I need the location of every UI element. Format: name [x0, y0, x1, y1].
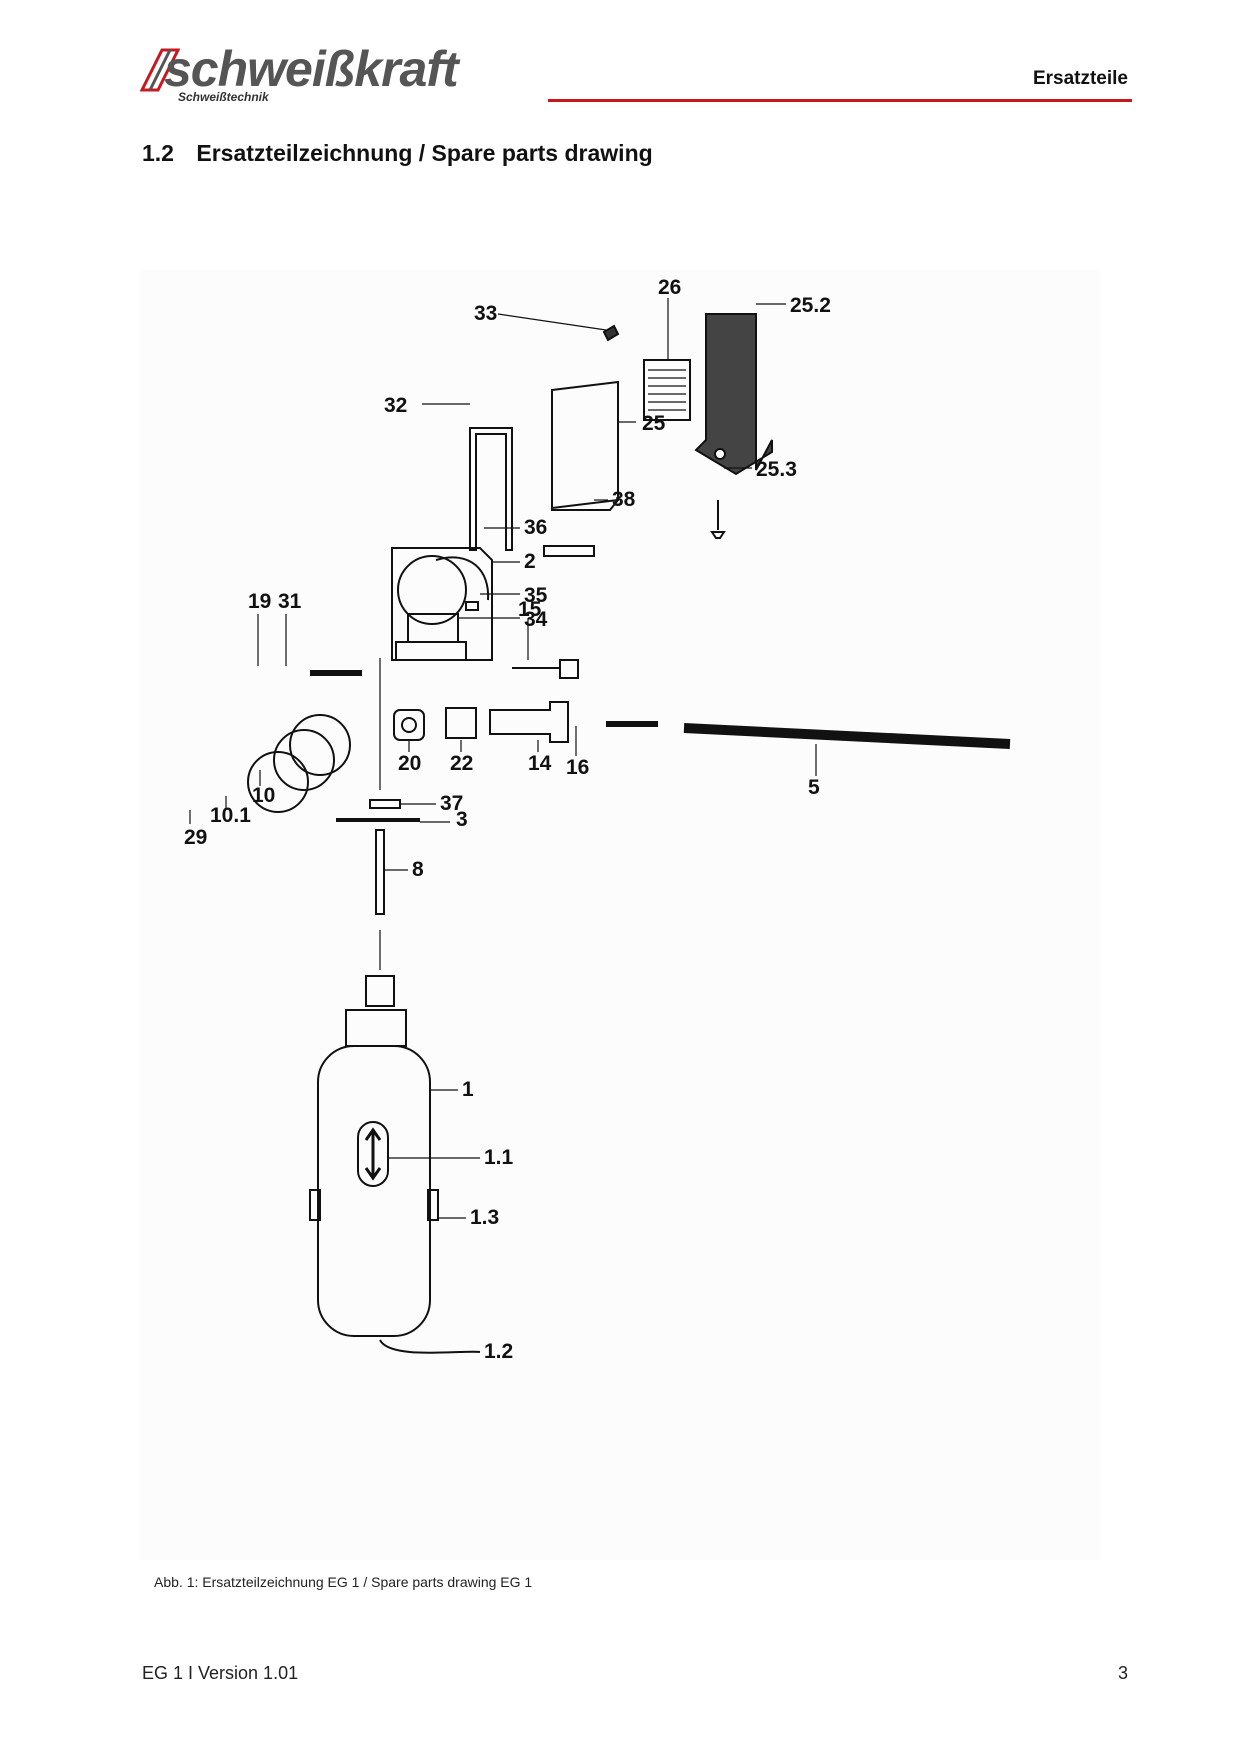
- part-label: 26: [658, 276, 681, 299]
- pin-38: [543, 545, 595, 557]
- washer-37: [369, 799, 401, 809]
- handle-neck: [345, 1009, 407, 1047]
- main-body-2: [391, 547, 493, 661]
- cable-1-2: [379, 1339, 481, 1354]
- knurl-22: [445, 707, 477, 739]
- part-label: 22: [450, 752, 473, 775]
- needle-8: [375, 829, 385, 915]
- part-label: 37: [440, 792, 463, 815]
- brand-wordmark: schweißkraft: [164, 41, 459, 97]
- screw-25-3: [710, 500, 726, 539]
- knob-10: [289, 714, 351, 776]
- section-title: Ersatzteilzeichnung / Spare parts drawin…: [196, 140, 653, 166]
- body-bore: [397, 555, 467, 625]
- header-rule: [548, 99, 1132, 102]
- figure-caption: Abb. 1: Ersatzteilzeichnung EG 1 / Spare…: [154, 1574, 533, 1590]
- part-label: 31: [278, 590, 302, 613]
- part-label: 3: [456, 808, 468, 831]
- part-label: 14: [528, 752, 552, 775]
- part-label: 1.2: [484, 1340, 513, 1363]
- switch-1-1: [357, 1121, 389, 1187]
- handle-thread: [365, 975, 395, 1007]
- spindle-14: [489, 701, 569, 743]
- part-label: 36: [524, 516, 547, 539]
- part-label: 35: [524, 584, 548, 607]
- brand-subtitle: Schweißtechnik: [178, 90, 269, 104]
- grille-26: [643, 359, 691, 421]
- lens-29: [247, 751, 309, 813]
- part-label: 16: [566, 756, 589, 779]
- part-label: 33: [474, 302, 497, 325]
- part-label: 25.2: [790, 294, 831, 317]
- part-label: 10.1: [210, 804, 251, 827]
- housing-25: [551, 380, 619, 511]
- part-35: [465, 601, 479, 611]
- part-label: 25.3: [756, 458, 797, 481]
- part-label: 32: [384, 394, 407, 417]
- base-block: [395, 641, 467, 661]
- screw-15: [512, 659, 579, 679]
- side-button-1-3: [309, 1189, 321, 1221]
- part-label: 29: [184, 826, 207, 849]
- header-title: Ersatzteile: [1032, 68, 1128, 89]
- section-number: 1.2: [142, 140, 174, 166]
- rod-5: [683, 723, 1011, 749]
- ring-10-1: [273, 729, 335, 791]
- part-label: 8: [412, 858, 424, 881]
- ring-36: [435, 556, 490, 601]
- brand-logo: schweißkraft Schweißtechnik: [140, 41, 540, 106]
- footer-document-version: EG 1 I Version 1.01: [142, 1663, 299, 1683]
- part-label: 20: [398, 752, 421, 775]
- part-label: 1.1: [484, 1146, 514, 1169]
- part-label: 10: [252, 784, 275, 807]
- part-label: 38: [612, 488, 636, 511]
- nut-20: [393, 709, 425, 741]
- part-label: 25: [642, 412, 666, 435]
- part-label: 15: [518, 598, 542, 621]
- footer-page-number: 3: [1117, 1663, 1128, 1683]
- part-label: 19: [248, 590, 271, 613]
- logo-mark-icon: [140, 48, 180, 92]
- bracket-32: [469, 427, 513, 551]
- part-label: 1: [462, 1078, 474, 1101]
- part-label: 5: [808, 776, 820, 799]
- part-label: 34: [524, 608, 548, 631]
- plate-25-2: [694, 313, 773, 476]
- part-label: 2: [524, 550, 536, 573]
- part-label: 1.3: [470, 1206, 499, 1229]
- screw-33: [602, 324, 620, 342]
- section-heading: 1.2 Ersatzteilzeichnung / Spare parts dr…: [142, 140, 653, 167]
- handle-1: [317, 1045, 431, 1337]
